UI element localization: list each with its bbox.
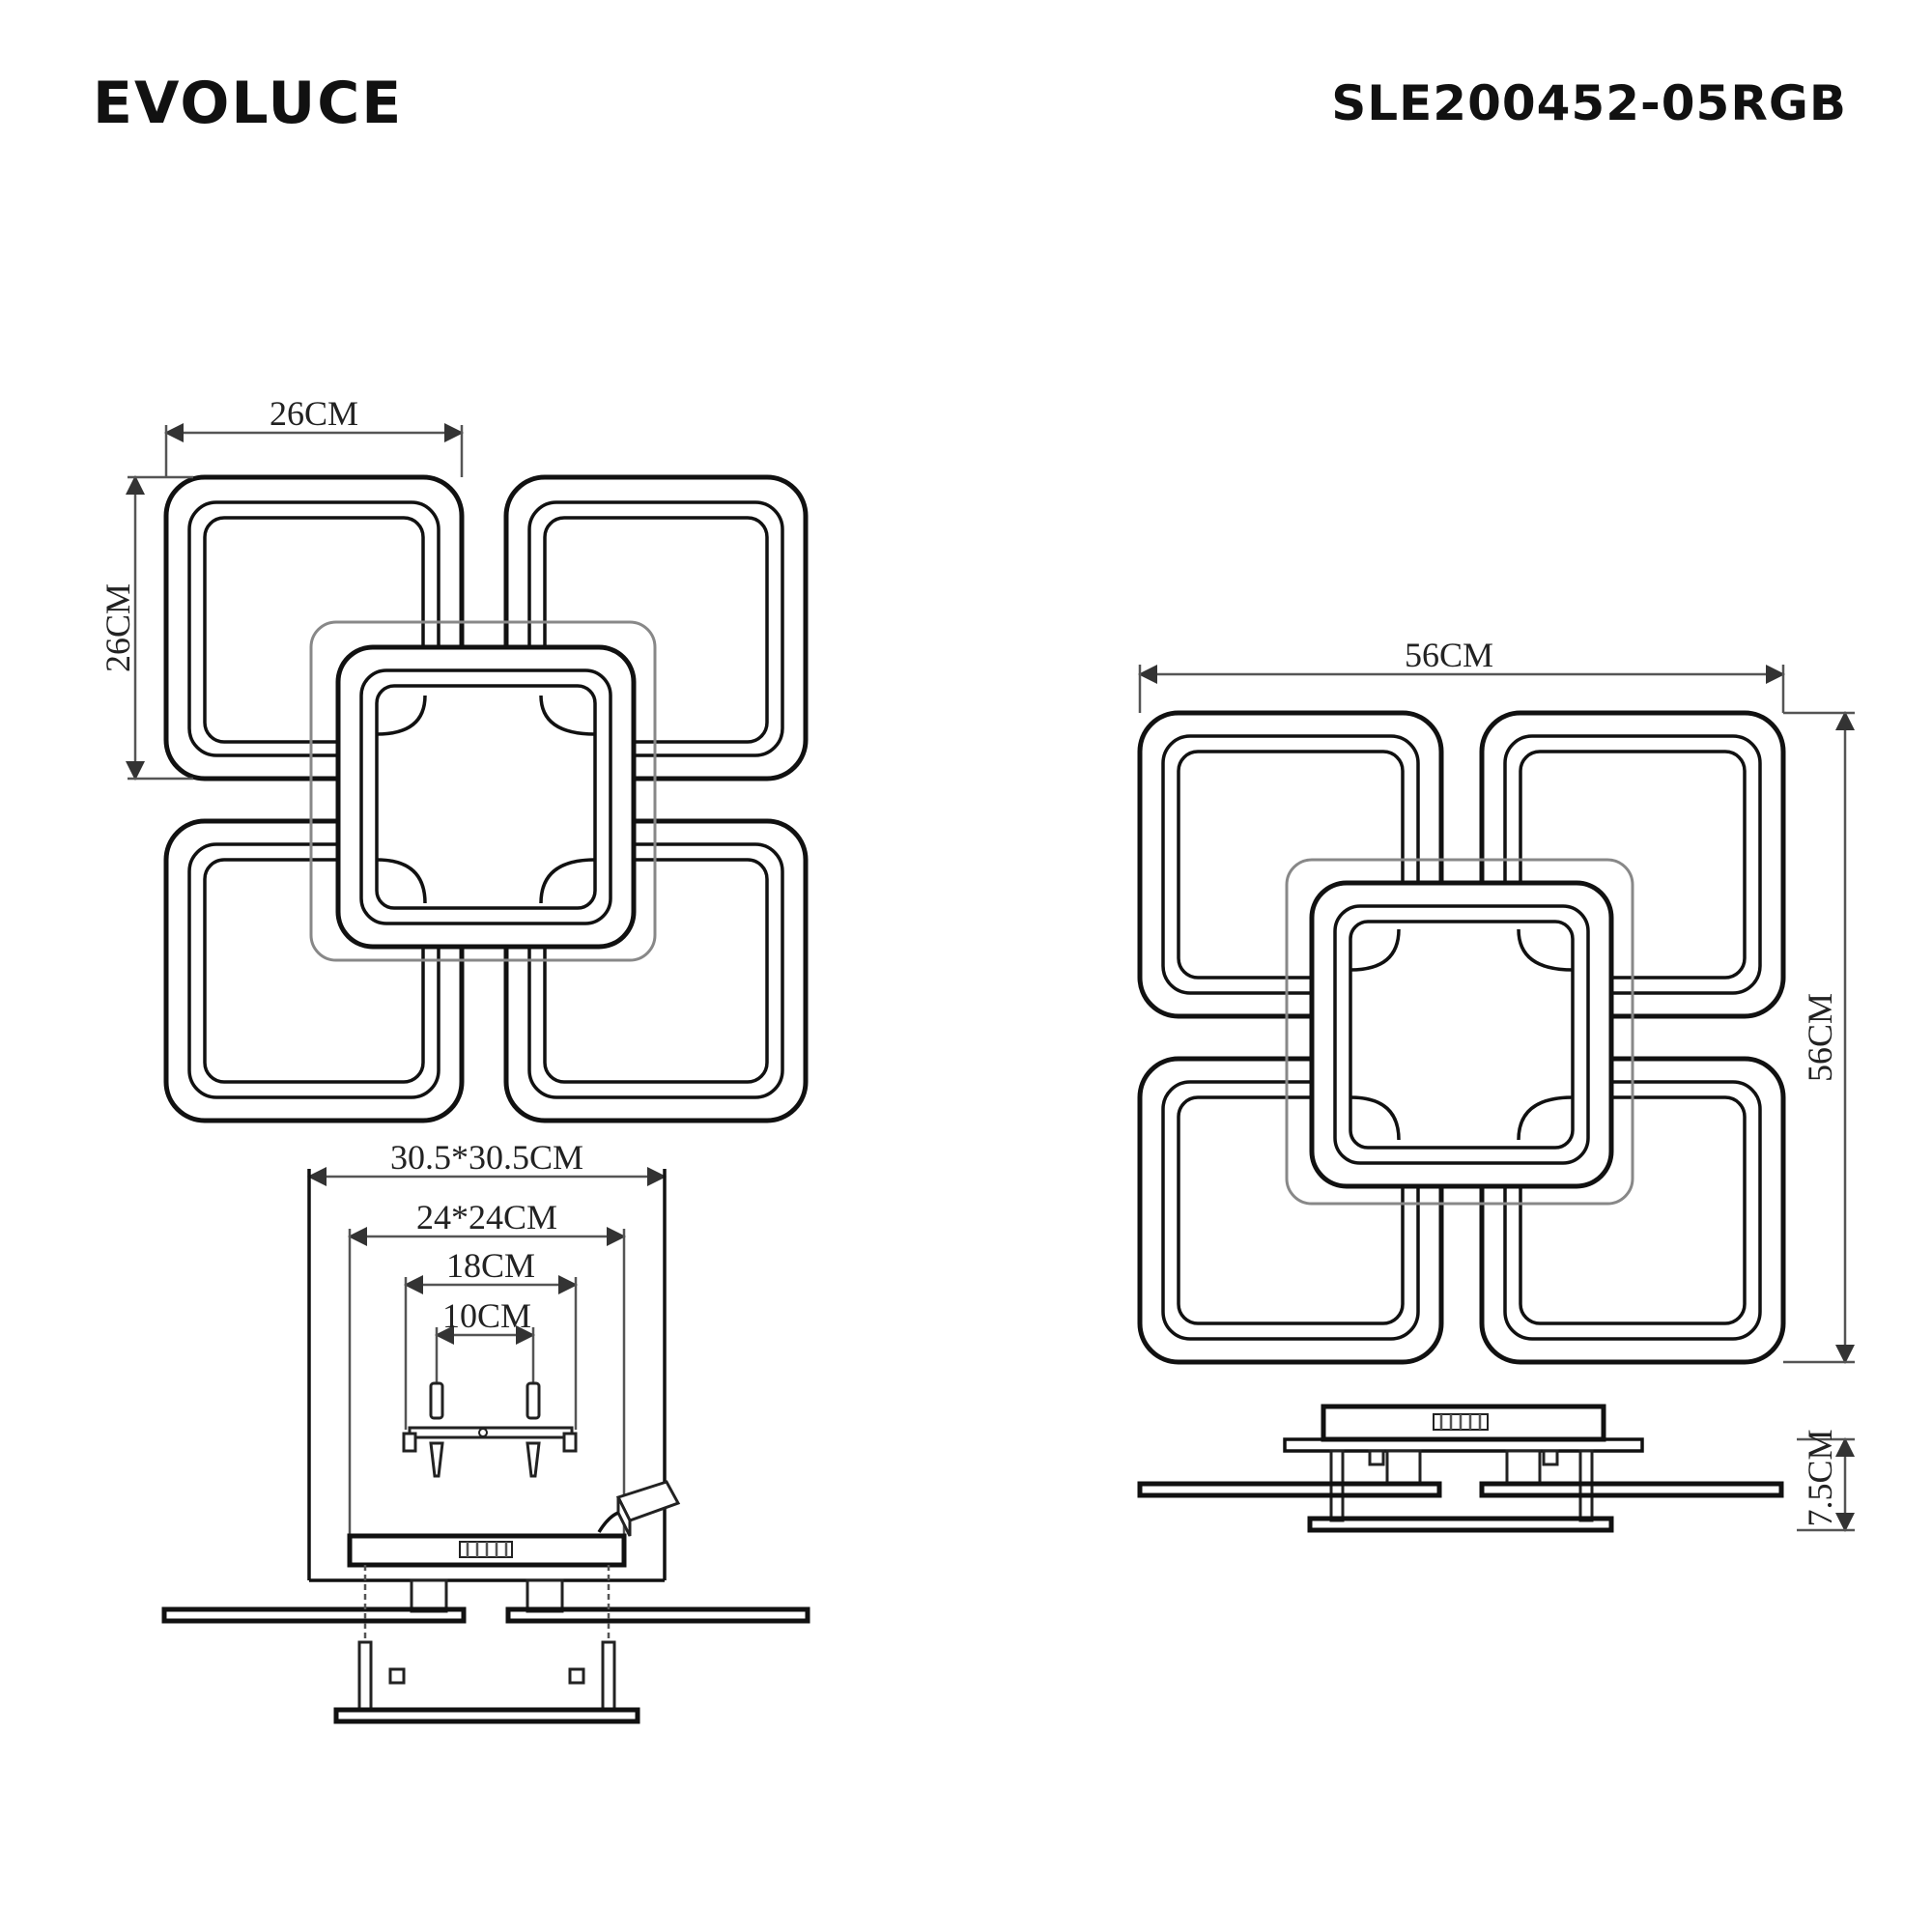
side-profile <box>1137 1404 1784 1533</box>
screw-spacing-label: 10CM <box>442 1296 531 1335</box>
bracket-size-label: 18CM <box>446 1246 535 1285</box>
overall-view-lamp <box>1137 710 1786 1365</box>
brand-logo: EVOLUCE <box>93 70 404 137</box>
mounting-view <box>161 1167 810 1724</box>
depth-label: 7.5CM <box>1801 1429 1839 1526</box>
front-height-label: 26CM <box>99 583 137 672</box>
overall-height-label: 56CM <box>1801 993 1839 1082</box>
holes-size-label: 24*24CM <box>416 1198 557 1236</box>
overall-width-label: 56CM <box>1405 636 1493 674</box>
model-number: SLE200452-05RGB <box>1331 75 1847 131</box>
plate-size-label: 30.5*30.5CM <box>390 1138 583 1177</box>
front-view-lamp <box>163 474 809 1123</box>
front-width-label: 26CM <box>270 394 358 433</box>
